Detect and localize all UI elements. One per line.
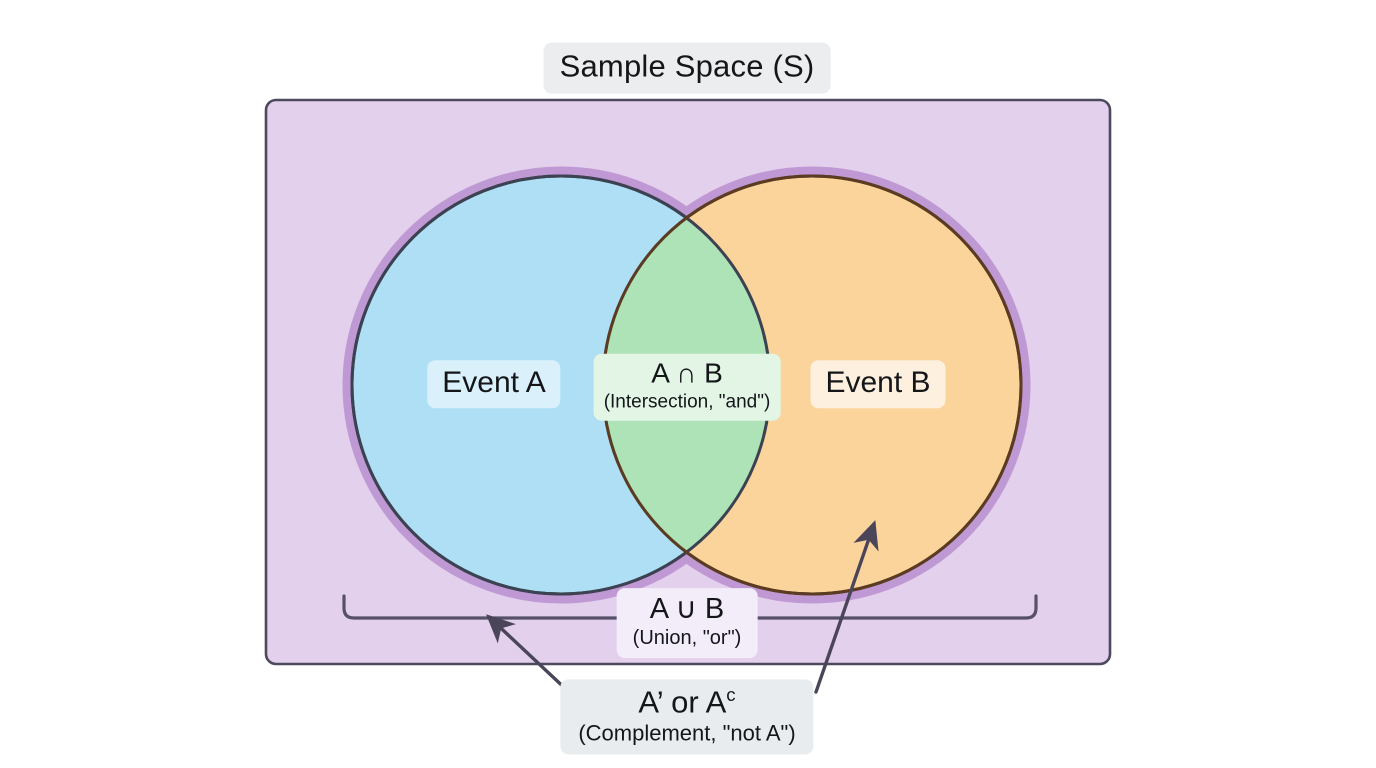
complement-arrow-left <box>486 614 572 695</box>
intersection-symbol: A ∩ B <box>651 357 723 389</box>
complement-arrow-right <box>814 520 879 694</box>
set-a-label-text: Event A <box>442 366 546 400</box>
union-label: A ∪ B (Union, "or") <box>616 588 758 658</box>
sample-space-label: Sample Space (S) <box>543 42 831 94</box>
set-b-label: Event B <box>810 360 946 408</box>
intersection-label: A ∩ B (Intersection, "and") <box>593 353 781 421</box>
complement-caption: (Complement, "not A") <box>578 720 796 746</box>
sample-space-label-text: Sample Space (S) <box>559 48 815 84</box>
complement-symbol: A’ or Ac <box>638 684 736 720</box>
complement-label: A’ or Ac (Complement, "not A") <box>560 679 814 755</box>
set-b-label-text: Event B <box>825 366 931 400</box>
set-a-label: Event A <box>427 360 561 408</box>
intersection-region[interactable] <box>603 176 1021 594</box>
union-symbol: A ∪ B <box>649 593 725 626</box>
complement-symbol-superscript: c <box>726 684 736 705</box>
complement-symbol-base: A’ or A <box>638 684 727 720</box>
intersection-caption: (Intersection, "and") <box>603 392 771 414</box>
union-caption: (Union, "or") <box>632 627 742 650</box>
